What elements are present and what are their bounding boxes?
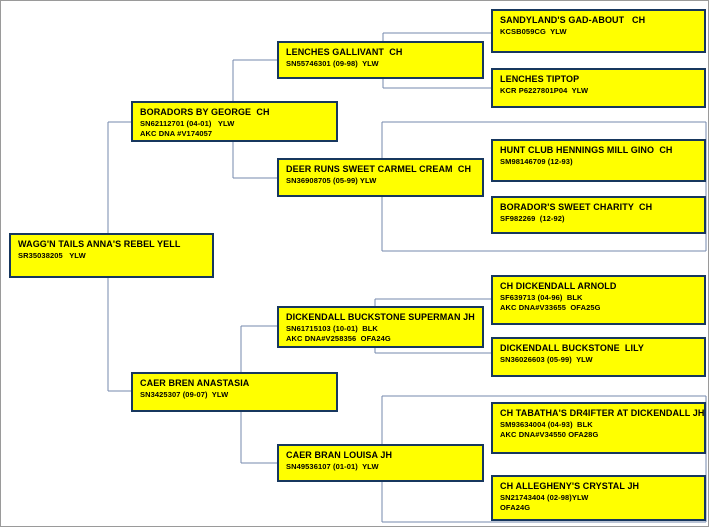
dog-detail: KCR P6227801P04 YLW: [500, 85, 589, 95]
dog-detail: SN49536107 (01-01) YLW: [286, 461, 379, 471]
dog-detail: SN55746301 (09-98) YLW: [286, 58, 379, 68]
dog-detail: OFA24G: [500, 502, 531, 512]
dog-detail: SN21743404 (02-98)YLW: [500, 492, 589, 502]
dog-detail: AKC DNA #V174057: [140, 128, 213, 138]
dog-name: CH DICKENDALL ARNOLD: [500, 281, 617, 291]
dog-name: BORADORS BY GEORGE CH: [140, 107, 270, 117]
dog-detail: SM93634004 (04-93) BLK: [500, 419, 593, 429]
dog-detail: AKC DNA#V34550 OFA28G: [500, 429, 599, 439]
dog-detail: SN62112701 (04-01) YLW: [140, 118, 235, 128]
dog-name: LENCHES GALLIVANT CH: [286, 47, 403, 57]
dog-name: LENCHES TIPTOP: [500, 74, 580, 84]
dog-name: DICKENDALL BUCKSTONE SUPERMAN JH: [286, 312, 475, 322]
dog-detail: SF982269 (12-92): [500, 213, 565, 223]
dog-detail: AKC DNA#V258356 OFA24G: [286, 333, 391, 343]
dog-detail: KCSB059CG YLW: [500, 26, 567, 36]
dog-detail: SN36908705 (05-99) YLW: [286, 175, 377, 185]
dog-name: DEER RUNS SWEET CARMEL CREAM CH: [286, 164, 472, 174]
dog-name: CH ALLEGHENY'S CRYSTAL JH: [500, 481, 640, 491]
dog-detail: AKC DNA#V33655 OFA25G: [500, 302, 601, 312]
dog-name: DICKENDALL BUCKSTONE LILY: [500, 343, 644, 353]
dog-detail: SN61715103 (10-01) BLK: [286, 323, 378, 333]
dog-name: CAER BRAN LOUISA JH: [286, 450, 393, 460]
dog-detail: SN3425307 (09-07) YLW: [140, 389, 229, 399]
dog-detail: SF639713 (04-96) BLK: [500, 292, 583, 302]
dog-name: SANDYLAND'S GAD-ABOUT CH: [500, 15, 646, 25]
dog-name: BORADOR'S SWEET CHARITY CH: [500, 202, 653, 212]
dog-name: CH TABATHA'S DR4IFTER AT DICKENDALL JH: [500, 408, 705, 418]
dog-name: HUNT CLUB HENNINGS MILL GINO CH: [500, 145, 673, 155]
dog-detail: SM98146709 (12-93): [500, 156, 573, 166]
dog-name: CAER BREN ANASTASIA: [140, 378, 250, 388]
dog-name: WAGG'N TAILS ANNA'S REBEL YELL: [18, 239, 181, 249]
dog-detail: SR35038205 YLW: [18, 250, 86, 260]
dog-detail: SN36026603 (05-99) YLW: [500, 354, 593, 364]
